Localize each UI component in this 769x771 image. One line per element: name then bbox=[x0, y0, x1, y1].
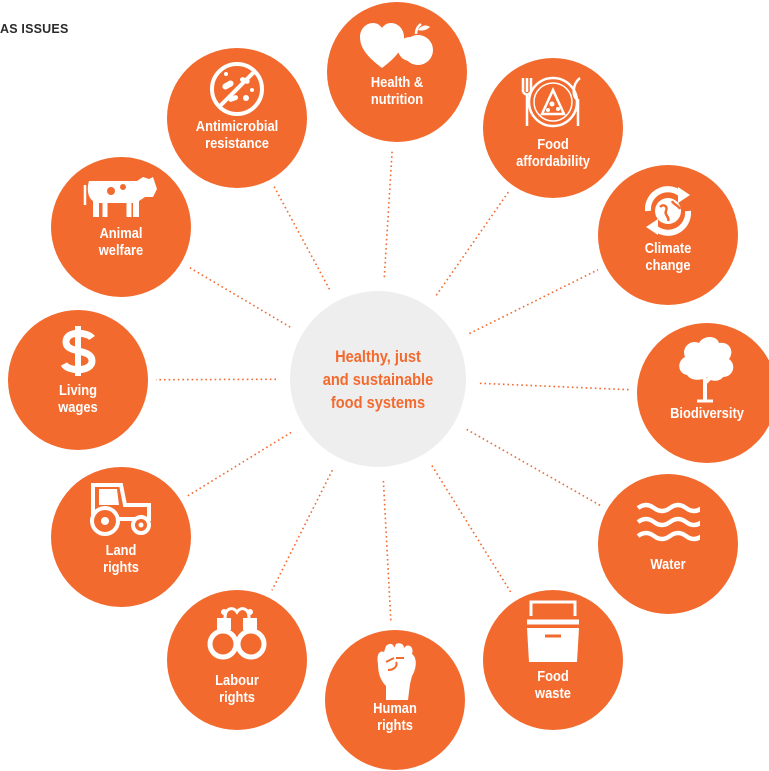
handcuffs-icon bbox=[207, 607, 267, 660]
globe-cycle-icon bbox=[644, 186, 692, 236]
issue-label-health: Health & nutrition bbox=[370, 74, 424, 108]
connector-land bbox=[186, 431, 292, 497]
issue-label-waste: Food waste bbox=[535, 668, 571, 702]
issue-label-human: Human rights bbox=[373, 700, 417, 734]
connector-labour bbox=[271, 469, 334, 591]
connector-affordability bbox=[435, 191, 510, 296]
dollar-icon bbox=[60, 326, 96, 376]
issue-node-biodiversity: Biodiversity bbox=[637, 323, 769, 463]
fist-icon bbox=[377, 643, 416, 700]
issue-label-land: Land rights bbox=[103, 542, 139, 576]
issue-label-wages: Living wages bbox=[58, 382, 98, 416]
issue-node-labour: Labour rights bbox=[167, 590, 307, 730]
center-label: Healthy, just and sustainable food syste… bbox=[322, 346, 434, 412]
issue-node-animal: Animal welfare bbox=[51, 157, 191, 297]
no-bacteria-icon bbox=[210, 62, 264, 116]
cow-icon bbox=[83, 177, 157, 217]
connector-biodiversity bbox=[479, 382, 630, 391]
center-hub: Healthy, just and sustainable food syste… bbox=[290, 291, 466, 467]
tree-icon bbox=[679, 337, 734, 403]
plate-pizza-icon bbox=[521, 76, 581, 128]
issue-label-animal: Animal welfare bbox=[98, 225, 144, 259]
header-label: AS ISSUES bbox=[0, 22, 69, 36]
waves-icon bbox=[636, 502, 700, 542]
issue-node-amr: Antimicrobial resistance bbox=[167, 48, 307, 188]
issue-node-human: Human rights bbox=[325, 630, 465, 770]
bin-icon bbox=[527, 600, 579, 662]
connector-health bbox=[383, 149, 393, 278]
issue-label-water: Water bbox=[650, 556, 686, 573]
issue-node-land: Land rights bbox=[51, 467, 191, 607]
issue-node-climate: Climate change bbox=[598, 165, 738, 305]
issue-label-climate: Climate change bbox=[644, 240, 692, 274]
connector-animal bbox=[187, 266, 291, 328]
heart-apple-icon bbox=[360, 22, 433, 68]
connector-human bbox=[382, 480, 392, 623]
issue-label-labour: Labour rights bbox=[215, 672, 259, 706]
issue-label-biodiversity: Biodiversity bbox=[670, 405, 744, 422]
connector-waste bbox=[431, 465, 513, 595]
issue-node-wages: Living wages bbox=[8, 310, 148, 450]
connector-climate bbox=[469, 268, 599, 335]
connector-water bbox=[466, 428, 601, 507]
connector-amr bbox=[273, 186, 331, 290]
issue-label-amr: Antimicrobial resistance bbox=[195, 118, 279, 152]
issue-label-affordability: Food affordability bbox=[516, 136, 590, 170]
tractor-icon bbox=[90, 483, 151, 536]
issue-node-affordability: Food affordability bbox=[483, 58, 623, 198]
issue-node-waste: Food waste bbox=[483, 590, 623, 730]
issue-node-health: Health & nutrition bbox=[327, 2, 467, 142]
issue-node-water: Water bbox=[598, 474, 738, 614]
